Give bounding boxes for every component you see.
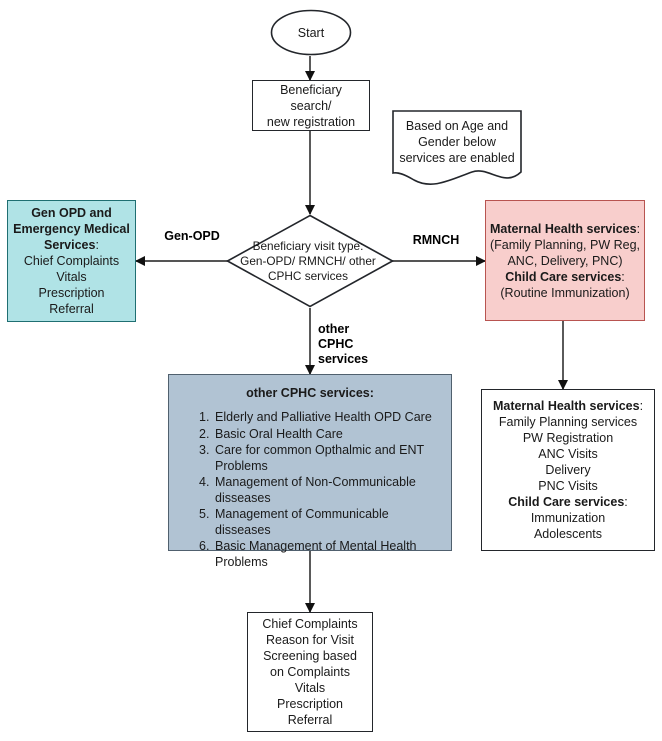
registration-line-2: search/ — [290, 98, 332, 113]
decision-line-3: CPHC services — [268, 268, 348, 283]
registration-line-1: Beneficiary — [280, 82, 342, 97]
edge-label-gen-opd: Gen-OPD — [164, 229, 220, 243]
rmnch-detail-maternal-heading: Maternal Health services — [492, 399, 640, 413]
list-item-number: 1. — [199, 410, 210, 424]
list-item-text: Basic Management of Mental Health Proble… — [215, 539, 417, 569]
rmnch-detail-maternal-line-4: Delivery — [545, 463, 591, 477]
rmnch-child-line-1: (Routine Immunization) — [500, 285, 630, 300]
decision-line-2: Gen-OPD/ RMNCH/ other — [240, 253, 376, 268]
rmnch-child-heading: Child Care services — [505, 269, 622, 284]
rmnch-maternal-line-2: ANC, Delivery, PNC) — [507, 253, 623, 268]
rmnch-detail-maternal-line-1: Family Planning services — [498, 415, 638, 429]
ellipse-shape — [270, 9, 352, 56]
node-rmnch-detail[interactable]: Maternal Health services: Family Plannin… — [481, 389, 655, 551]
list-item-number: 3. — [199, 443, 210, 457]
rmnch-detail-maternal-line-2: PW Registration — [522, 431, 614, 445]
rmnch-detail-maternal-line-5: PNC Visits — [538, 479, 598, 493]
list-item-text: Care for common Opthalmic and ENT Proble… — [215, 443, 424, 473]
list-item-number: 4. — [199, 475, 210, 489]
rmnch-maternal-line-1: (Family Planning, PW Reg, — [489, 237, 641, 252]
edge-label-rmnch: RMNCH — [412, 233, 460, 247]
rmnch-maternal-heading: Maternal Health services — [489, 221, 637, 236]
outcome-line-7: Referral — [287, 713, 333, 727]
outcome-line-6: Prescription — [277, 697, 343, 711]
rmnch-child-heading-colon: : — [621, 269, 625, 284]
outcome-line-2: Reason for Visit — [265, 633, 354, 647]
edge-label-other-cphc: other CPHC services — [318, 322, 369, 366]
other-cphc-list: 1. Elderly and Palliative Health OPD Car… — [169, 410, 451, 570]
list-item: 2. Basic Oral Health Care — [199, 427, 445, 443]
rmnch-detail-maternal-line-3: ANC Visits — [538, 447, 598, 461]
node-visit-type-decision[interactable]: Beneficiary visit type: Gen-OPD/ RMNCH/ … — [226, 214, 394, 308]
node-gen-opd-services[interactable]: Gen OPD and Emergency Medical Services: … — [7, 200, 136, 322]
note-line-1: Based on Age and — [405, 118, 509, 133]
list-item-text: Management of Communicable disseases — [215, 507, 389, 537]
list-item-number: 6. — [199, 539, 210, 553]
list-item: 4. Management of Non-Communicable dissea… — [199, 475, 445, 506]
node-start-label: Start — [297, 25, 325, 40]
note-line-3: services are enabled — [399, 150, 515, 165]
gen-opd-item-1: Chief Complaints — [23, 254, 120, 268]
rmnch-detail-child-line-2: Adolescents — [533, 527, 603, 541]
rmnch-detail-child-colon: : — [624, 495, 628, 509]
document-shape — [392, 110, 522, 185]
gen-opd-heading-colon: : — [95, 238, 99, 252]
node-beneficiary-registration[interactable]: Beneficiary search/ new registration — [252, 80, 370, 131]
list-item-number: 2. — [199, 426, 210, 441]
other-cphc-heading-colon: : — [369, 386, 374, 400]
other-cphc-heading: other CPHC services — [246, 386, 370, 400]
node-age-gender-note: Based on Age and Gender below services a… — [392, 110, 522, 185]
gen-opd-item-2: Vitals — [56, 270, 87, 284]
node-other-cphc-services[interactable]: other CPHC services: 1. Elderly and Pall… — [168, 374, 452, 569]
outcome-line-4: on Complaints — [270, 665, 350, 679]
list-item: 1. Elderly and Palliative Health OPD Car… — [199, 410, 445, 426]
list-item: 3. Care for common Opthalmic and ENT Pro… — [199, 443, 445, 474]
gen-opd-item-4: Referral — [49, 302, 94, 316]
list-item-text: Basic Oral Health Care — [215, 426, 343, 441]
note-line-2: Gender below — [418, 134, 496, 149]
rmnch-maternal-heading-colon: : — [636, 221, 641, 236]
node-rmnch-services[interactable]: Maternal Health services: (Family Planni… — [485, 200, 645, 321]
gen-opd-heading: Gen OPD and Emergency Medical Services — [13, 206, 130, 252]
list-item: 5. Management of Communicable disseases — [199, 507, 445, 538]
outcome-line-5: Vitals — [294, 681, 326, 695]
outcome-line-1: Chief Complaints — [262, 617, 358, 631]
node-visit-outcome[interactable]: Chief Complaints Reason for Visit Screen… — [247, 612, 373, 732]
node-start[interactable]: Start — [270, 9, 352, 56]
gen-opd-item-3: Prescription — [38, 286, 105, 300]
list-item: 6. Basic Management of Mental Health Pro… — [199, 539, 445, 570]
list-item-text: Elderly and Palliative Health OPD Care — [215, 410, 432, 424]
registration-line-3: new registration — [266, 114, 356, 129]
rmnch-detail-child-line-1: Immunization — [530, 511, 606, 525]
decision-line-1: Beneficiary visit type: — [252, 238, 364, 253]
diamond-shape — [226, 214, 394, 308]
list-item-text: Management of Non-Communicable disseases — [215, 475, 416, 505]
list-item-number: 5. — [199, 507, 210, 521]
rmnch-detail-child-heading: Child Care services — [508, 495, 625, 509]
rmnch-detail-maternal-colon: : — [639, 399, 644, 413]
outcome-line-3: Screening based — [263, 649, 357, 663]
